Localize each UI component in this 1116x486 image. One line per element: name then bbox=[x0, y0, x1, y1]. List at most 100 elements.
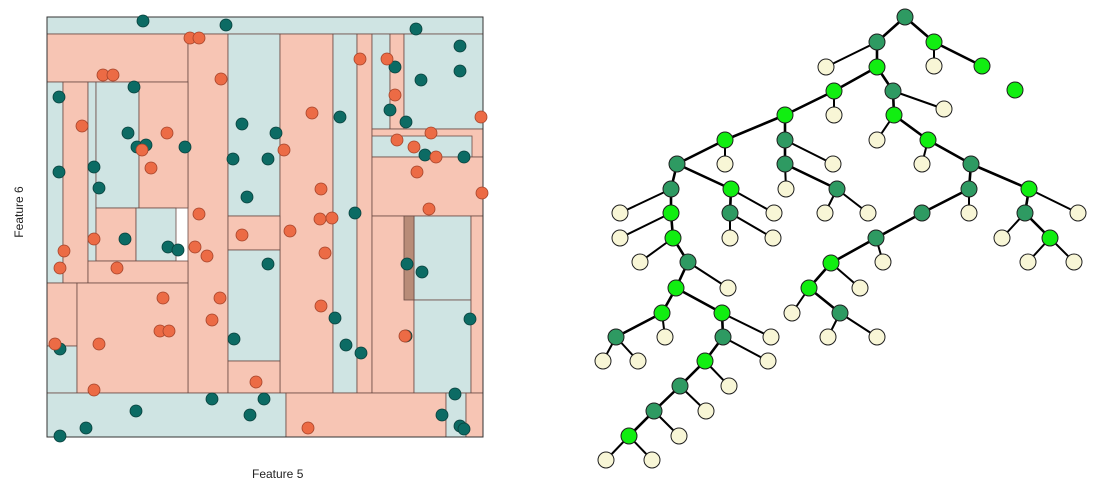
split-node bbox=[831, 304, 849, 322]
class-a-point bbox=[457, 422, 471, 436]
class-b-point bbox=[53, 261, 67, 275]
active-node bbox=[800, 279, 818, 297]
class-a-point bbox=[453, 64, 467, 78]
tree-edge bbox=[674, 286, 724, 315]
class-a-point bbox=[235, 117, 249, 131]
class-b-point bbox=[205, 313, 219, 327]
decision-region bbox=[76, 282, 189, 394]
class-a-point bbox=[333, 110, 347, 124]
split-node bbox=[960, 180, 978, 198]
decision-region bbox=[87, 81, 97, 284]
class-a-point bbox=[257, 392, 271, 406]
active-node bbox=[825, 82, 843, 100]
class-b-point bbox=[162, 324, 176, 338]
split-node bbox=[896, 8, 914, 26]
class-a-point bbox=[448, 387, 462, 401]
class-a-point bbox=[354, 346, 368, 360]
class-b-point bbox=[92, 337, 106, 351]
class-a-point bbox=[129, 404, 143, 418]
leaf-node bbox=[913, 155, 931, 173]
class-a-point bbox=[92, 181, 106, 195]
tree-edge bbox=[614, 311, 664, 339]
class-b-point bbox=[214, 72, 228, 86]
leaf-node bbox=[764, 229, 782, 247]
tree-edge bbox=[721, 312, 772, 338]
class-b-point bbox=[390, 133, 404, 147]
class-a-point bbox=[136, 14, 150, 28]
class-b-point bbox=[110, 261, 124, 275]
split-node bbox=[962, 155, 980, 173]
class-a-point bbox=[348, 206, 362, 220]
class-b-point bbox=[305, 106, 319, 120]
tree-edge bbox=[619, 188, 672, 214]
class-a-point bbox=[53, 429, 67, 443]
decision-region bbox=[95, 207, 137, 262]
leaf-node bbox=[819, 328, 837, 346]
class-a-point bbox=[414, 73, 428, 87]
tree-edge bbox=[829, 236, 878, 265]
tree-edge bbox=[920, 187, 971, 215]
split-node bbox=[867, 229, 885, 247]
class-b-point bbox=[422, 202, 436, 216]
leaf-node bbox=[817, 58, 835, 76]
tree-edge bbox=[675, 138, 727, 166]
leaf-node bbox=[825, 106, 843, 124]
tree-edge bbox=[932, 40, 984, 68]
split-node bbox=[884, 82, 902, 100]
class-a-point bbox=[457, 150, 471, 164]
class-a-point bbox=[79, 421, 93, 435]
leaf-node bbox=[960, 204, 978, 222]
tree-edge bbox=[784, 139, 834, 165]
class-b-point bbox=[192, 31, 206, 45]
class-a-point bbox=[418, 148, 432, 162]
leaf-node bbox=[765, 204, 783, 222]
active-node bbox=[868, 58, 886, 76]
active-node bbox=[653, 304, 671, 322]
active-node bbox=[722, 180, 740, 198]
leaf-node bbox=[716, 155, 734, 173]
class-a-point bbox=[388, 60, 402, 74]
active-node bbox=[822, 254, 840, 272]
leaf-node bbox=[629, 352, 647, 370]
class-b-point bbox=[249, 375, 263, 389]
class-b-point bbox=[398, 329, 412, 343]
class-a-point bbox=[339, 338, 353, 352]
class-a-point bbox=[227, 332, 241, 346]
leaf-node bbox=[759, 352, 777, 370]
active-node bbox=[620, 427, 638, 445]
class-a-point bbox=[52, 165, 66, 179]
leaf-node bbox=[594, 352, 612, 370]
active-node bbox=[885, 106, 903, 124]
leaf-node bbox=[597, 451, 615, 469]
class-b-point bbox=[410, 165, 424, 179]
class-a-point bbox=[383, 103, 397, 117]
leaf-node bbox=[762, 328, 780, 346]
leaf-node bbox=[611, 204, 629, 222]
class-b-point bbox=[318, 246, 332, 260]
class-a-point bbox=[435, 408, 449, 422]
decision-region bbox=[279, 33, 334, 394]
class-a-point bbox=[219, 18, 233, 32]
class-a-point bbox=[400, 257, 414, 271]
decision-region bbox=[470, 215, 484, 394]
class-a-point bbox=[453, 39, 467, 53]
class-b-point bbox=[424, 126, 438, 140]
class-a-point bbox=[261, 257, 275, 271]
active-node bbox=[1020, 180, 1038, 198]
tree-edge bbox=[783, 89, 836, 117]
class-b-point bbox=[283, 224, 297, 238]
class-b-point bbox=[388, 88, 402, 102]
class-b-point bbox=[314, 182, 328, 196]
leaf-node bbox=[868, 131, 886, 149]
split-node bbox=[868, 33, 886, 51]
decision-region-plot bbox=[46, 14, 489, 443]
class-a-point bbox=[269, 126, 283, 140]
leaf-node bbox=[1069, 204, 1087, 222]
leaf-node bbox=[656, 328, 674, 346]
active-node bbox=[919, 131, 937, 149]
active-node bbox=[973, 57, 991, 75]
leaf-node bbox=[777, 180, 795, 198]
x-axis-label: Feature 5 bbox=[252, 467, 304, 481]
tree-edge bbox=[619, 212, 672, 239]
leaf-node bbox=[719, 279, 737, 297]
